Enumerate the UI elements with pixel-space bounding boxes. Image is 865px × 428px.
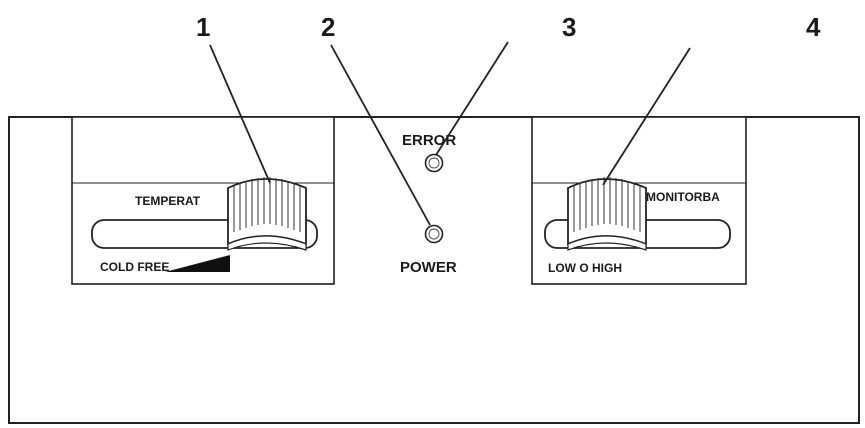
left-slider-name-label: TEMPERAT — [135, 194, 201, 208]
error-led-icon — [424, 153, 444, 173]
callout-line-1 — [209, 44, 271, 184]
power-label: POWER — [400, 259, 457, 276]
left-slider-panel: TEMPERAT COLD FREE — [71, 116, 335, 285]
left-slider-knob[interactable] — [227, 177, 307, 251]
callout-line-4 — [602, 47, 691, 186]
callout-line-2 — [330, 44, 431, 226]
callout-4: 4 — [806, 12, 821, 42]
callout-2: 2 — [321, 12, 335, 42]
power-led-icon — [424, 224, 444, 244]
right-slider-name-label: MONITORBA — [646, 190, 720, 204]
right-slider-knob[interactable] — [567, 177, 647, 251]
right-slider-scale-label: LOW O HIGH — [548, 261, 622, 275]
callout-1: 1 — [196, 12, 210, 42]
left-slider-scale-label: COLD FREE — [100, 260, 169, 274]
left-slider-wedge-icon — [165, 255, 230, 272]
right-slider-panel: MONITORBA LOW O HIGH — [531, 116, 747, 285]
callout-3: 3 — [562, 12, 576, 42]
callout-line-3 — [435, 41, 509, 156]
